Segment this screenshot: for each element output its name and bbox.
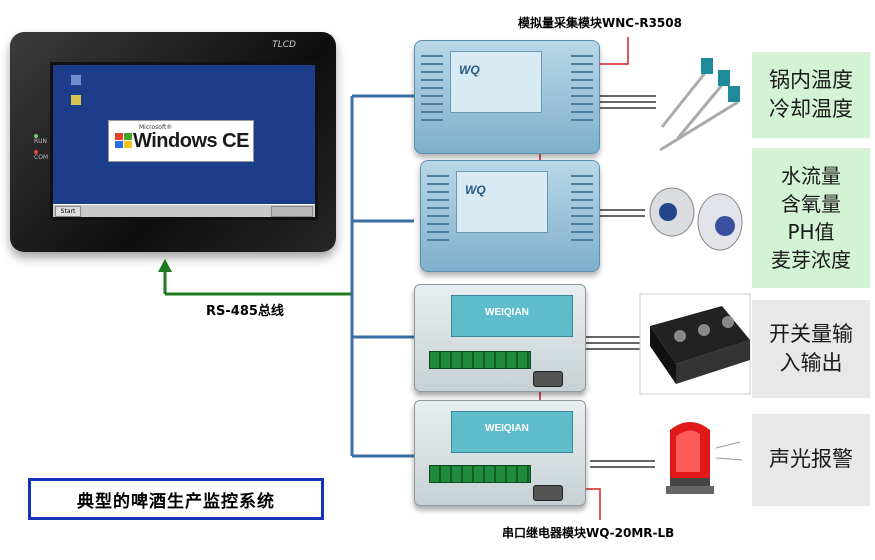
led-com-label: COM — [34, 154, 49, 161]
panel-text: 冷却温度 — [769, 97, 853, 121]
desktop-icon[interactable] — [71, 95, 81, 105]
terminal-block — [429, 351, 531, 369]
module-plate — [451, 411, 573, 453]
taskbar: Start — [53, 204, 315, 217]
module-plate — [456, 171, 548, 233]
relay-module-caption: 串口继电器模块WQ-20MR-LB — [502, 526, 675, 540]
panel-alarm: 声光报警 — [752, 414, 870, 506]
start-button[interactable]: Start — [55, 206, 81, 217]
led-run-label: RUN — [34, 138, 48, 145]
system-tray — [271, 206, 313, 217]
weiqian-brand: WEIQIAN — [485, 423, 529, 434]
panel-temperature: 锅内温度 冷却温度 — [752, 52, 870, 138]
module-plate — [451, 295, 573, 337]
touch-panel-display: TLCD RUN COM Microsoft® Windows CE Start — [10, 32, 336, 252]
analog-module-2: WQ — [420, 160, 600, 272]
panel-text: 声光报警 — [769, 447, 853, 472]
analog-module-1: WQ — [414, 40, 600, 154]
panel-text: 水流量 — [781, 164, 841, 188]
module-plate — [450, 51, 542, 113]
windows-ce-logo: Microsoft® Windows CE — [108, 120, 254, 162]
panel-text: 麦芽浓度 — [771, 248, 851, 272]
wq-logo: WQ — [465, 183, 486, 197]
panel-text: 开关量输 — [769, 321, 853, 346]
os-vendor: Microsoft® — [139, 124, 173, 131]
alarm-light-icon — [666, 422, 743, 494]
panel-text: 入输出 — [779, 351, 843, 375]
terminal-block — [429, 465, 531, 483]
solid-state-relay-icon — [639, 293, 751, 395]
terminal-pins — [421, 55, 443, 125]
analog-module-caption: 模拟量采集模块WNC-R3508 — [518, 16, 682, 30]
panel-switch-io: 开关量输 入输出 — [752, 300, 870, 398]
led-com: COM — [34, 150, 48, 161]
terminal-pins — [427, 175, 449, 245]
relay-module-2: WEIQIAN — [414, 400, 586, 506]
db9-port — [533, 371, 563, 387]
led-run: RUN — [34, 134, 47, 145]
system-title: 典型的啤酒生产监控系统 — [28, 478, 324, 520]
panel-text: PH值 — [787, 220, 835, 244]
bus-caption: RS-485总线 — [206, 304, 284, 319]
db9-port — [533, 485, 563, 501]
os-name: Windows CE — [133, 129, 249, 152]
green-arrow-head — [158, 259, 172, 272]
terminal-pins — [571, 55, 593, 125]
temperature-probes-icon — [659, 58, 740, 152]
relay-module-1: WEIQIAN — [414, 284, 586, 392]
flow-sensors-icon — [649, 187, 743, 251]
desktop-icon[interactable] — [71, 75, 81, 85]
device-screen: Microsoft® Windows CE Start — [50, 62, 318, 220]
tablet-brand: TLCD — [272, 40, 296, 50]
wq-logo: WQ — [459, 63, 480, 77]
weiqian-brand: WEIQIAN — [485, 307, 529, 318]
terminal-pins — [571, 175, 593, 245]
panel-text: 锅内温度 — [769, 67, 853, 92]
windows-flag-icon — [115, 133, 132, 148]
panel-text: 含氧量 — [781, 192, 841, 216]
panel-flow: 水流量 含氧量 PH值 麦芽浓度 — [752, 148, 870, 288]
